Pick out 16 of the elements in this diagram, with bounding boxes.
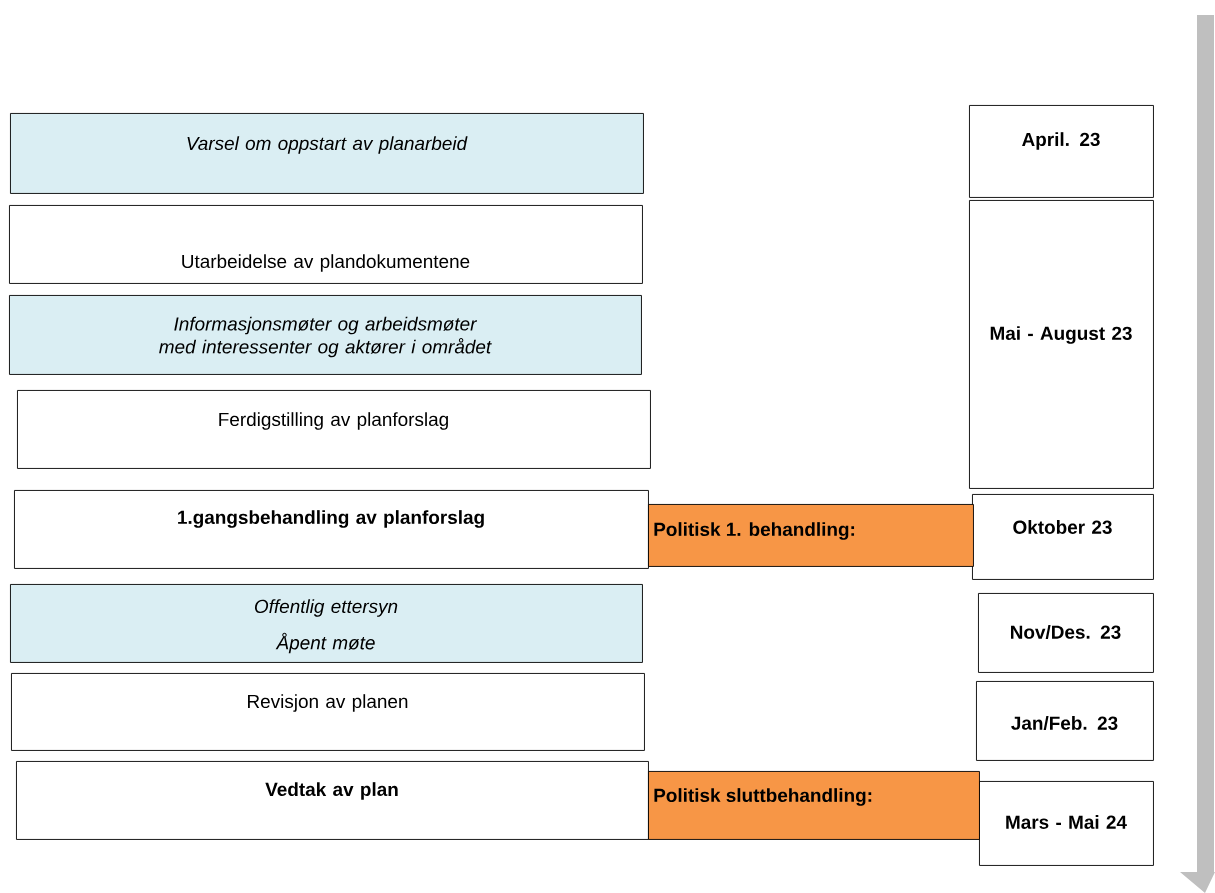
step-box: Varsel om oppstart av planarbeid: [10, 113, 644, 194]
date-box: Mai - August 23: [969, 200, 1154, 489]
step-box: Informasjonsmøter og arbeidsmøter med interessenter og aktører i området: [9, 295, 642, 375]
date-box: Oktober 23: [972, 494, 1154, 580]
date-box: Nov/Des. 23: [978, 593, 1154, 673]
step-box: Utarbeidelse av plandokumentene: [9, 205, 643, 284]
milestone-band: Politisk 1. behandling:: [648, 504, 974, 567]
date-box: April. 23: [969, 105, 1154, 198]
date-box: Jan/Feb. 23: [976, 681, 1154, 761]
step-box: Ferdigstilling av planforslag: [17, 390, 651, 469]
date-box: Mars - Mai 24: [979, 781, 1154, 866]
step-box: Offentlig ettersyn Åpent møte: [10, 584, 643, 663]
step-box: Revisjon av planen: [11, 673, 645, 751]
step-box: 1.gangsbehandling av planforslag: [14, 490, 649, 569]
milestone-band: Politisk sluttbehandling:: [648, 771, 980, 840]
step-box: Vedtak av plan: [16, 761, 649, 840]
